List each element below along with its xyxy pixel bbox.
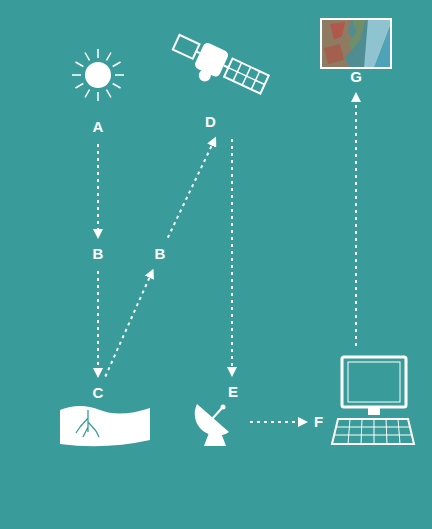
stage-node: F <box>312 352 410 447</box>
stage-node: D <box>200 111 246 133</box>
stage-node: C <box>88 382 108 404</box>
stage-node: B <box>88 243 108 265</box>
stage-letter: B <box>88 243 108 265</box>
stage-node: G <box>345 66 367 88</box>
satellite-icon <box>166 30 270 105</box>
stage-letter: F <box>314 411 410 433</box>
sun-icon <box>72 49 124 101</box>
antenna-dish-icon <box>195 404 229 446</box>
stage-node: B <box>150 243 170 265</box>
stage-node: A <box>88 116 108 138</box>
stage-letter: B <box>150 243 170 265</box>
flow-arrow <box>97 271 99 376</box>
flow-arrow <box>250 421 306 423</box>
stage-letter: D <box>205 111 246 133</box>
stage-node: E <box>222 381 244 431</box>
stage-letter: C <box>88 382 108 404</box>
ground-icon <box>60 406 150 446</box>
computer-icon <box>332 357 414 444</box>
stage-letter: E <box>222 381 244 403</box>
satellite-image <box>321 19 391 68</box>
flow-arrow <box>231 139 233 375</box>
stage-letter: A <box>88 116 108 138</box>
flow-arrow <box>355 94 357 346</box>
flow-arrow <box>105 270 152 376</box>
flow-arrow <box>168 138 215 237</box>
stage-letter: G <box>345 66 367 88</box>
flow-arrow <box>97 144 99 237</box>
